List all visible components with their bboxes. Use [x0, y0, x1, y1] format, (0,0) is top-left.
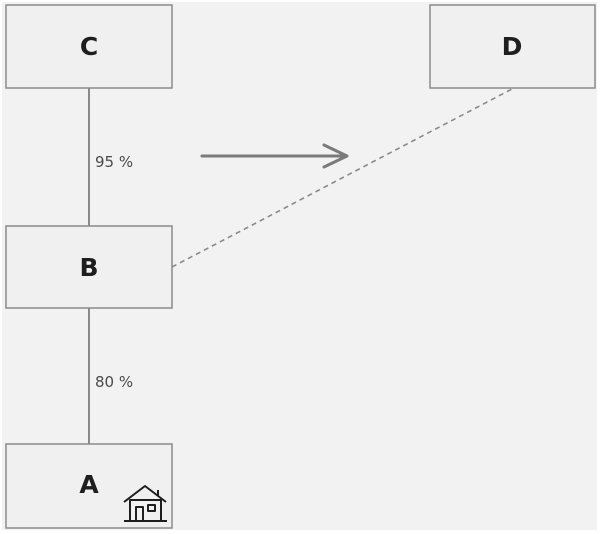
node-c-label: C — [80, 32, 98, 61]
node-b-label: B — [79, 253, 98, 282]
node-b[interactable]: B — [5, 225, 173, 309]
house-icon — [123, 485, 167, 522]
node-d-label: D — [502, 32, 523, 61]
node-c[interactable]: C — [5, 4, 173, 89]
node-a-label: A — [79, 470, 99, 499]
right-arrow-icon — [200, 143, 349, 169]
edge-b-d-dashed-line — [171, 88, 513, 268]
node-d[interactable]: D — [429, 4, 596, 89]
edge-label-b-c: 95 % — [95, 153, 133, 171]
edge-label-a-b: 80 % — [95, 373, 133, 391]
